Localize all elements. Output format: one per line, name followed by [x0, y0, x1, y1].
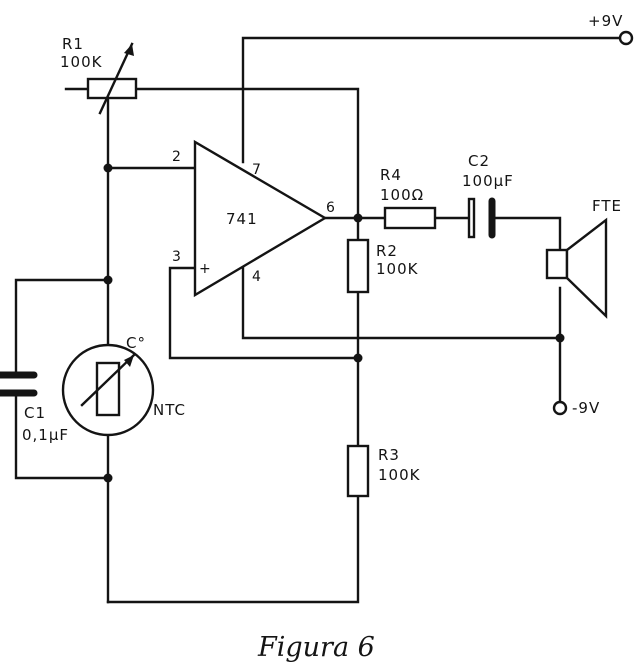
wire-c1-top — [14, 278, 110, 377]
wire-c1-bottom — [14, 391, 110, 480]
r1-name: R1 — [62, 35, 84, 53]
r4-resistor: R4 100Ω — [380, 166, 437, 230]
wire-r1-right — [134, 87, 360, 220]
r3-body — [346, 444, 370, 498]
opamp-triangle — [193, 139, 328, 298]
wire-positive-rail — [241, 36, 622, 164]
speaker-magnet — [545, 248, 569, 280]
r3-resistor: R3 100K — [346, 444, 421, 498]
ntc-thermistor: C° NTC — [61, 334, 186, 437]
negative-supply-label: -9V — [572, 399, 600, 417]
r4-value: 100Ω — [380, 186, 424, 204]
c1-name: C1 — [24, 404, 46, 422]
ntc-arrow-head — [124, 355, 134, 367]
junction-dot — [555, 333, 565, 343]
c1-capacitor: C1 0,1μF — [0, 371, 69, 444]
junction-dot — [353, 213, 363, 223]
c2-name: C2 — [468, 152, 490, 170]
opamp-pin-2: 2 — [172, 149, 181, 165]
r1-value: 100K — [60, 53, 103, 71]
r1-potentiometer: R1 100K — [60, 35, 138, 115]
c2-capacitor: C2 100μF — [462, 152, 514, 239]
r4-body — [383, 206, 437, 230]
opamp-pin-4: 4 — [252, 269, 261, 285]
r3-value: 100K — [378, 466, 421, 484]
speaker-name: FTE — [592, 197, 622, 215]
opamp-pin-7: 7 — [252, 162, 261, 178]
speaker: FTE — [545, 197, 622, 319]
positive-terminal — [618, 30, 634, 46]
r2-value: 100K — [376, 260, 419, 278]
figure-caption: Figura 6 — [257, 632, 375, 663]
junction-dot — [103, 163, 113, 173]
c1-value: 0,1μF — [22, 426, 69, 444]
c2-value: 100μF — [462, 172, 514, 190]
speaker-cone — [565, 217, 608, 319]
r4-name: R4 — [380, 166, 402, 184]
junction-dot — [103, 473, 113, 483]
junctions — [103, 163, 565, 483]
ntc-temp-label: C° — [126, 334, 146, 352]
wire-c2-to-speaker — [494, 216, 562, 250]
junction-dot — [103, 275, 113, 285]
wire-pin3 — [168, 266, 360, 360]
r2-name: R2 — [376, 242, 398, 260]
wire-r3-bottom — [106, 494, 360, 604]
ntc-adjust-arrow — [80, 353, 136, 407]
r3-name: R3 — [378, 446, 400, 464]
negative-terminal — [552, 400, 568, 416]
r2-resistor: R2 100K — [346, 238, 419, 294]
wiring — [14, 36, 622, 604]
wire-negative-rail — [241, 260, 562, 340]
junction-dot — [353, 353, 363, 363]
r2-body — [346, 238, 370, 294]
positive-supply-label: +9V — [588, 12, 623, 30]
r1-adjust-arrow — [98, 42, 134, 115]
opamp-pin-3: 3 — [172, 249, 181, 265]
c2-plate-positive — [467, 197, 476, 239]
opamp-plus-sign: + — [199, 261, 211, 277]
opamp-pin-6: 6 — [326, 200, 335, 216]
ntc-name: NTC — [153, 401, 186, 419]
opamp-741: 741 2 3 6 7 4 + — [172, 139, 335, 298]
opamp-label: 741 — [226, 210, 258, 228]
r1-arrow-head — [124, 44, 134, 56]
